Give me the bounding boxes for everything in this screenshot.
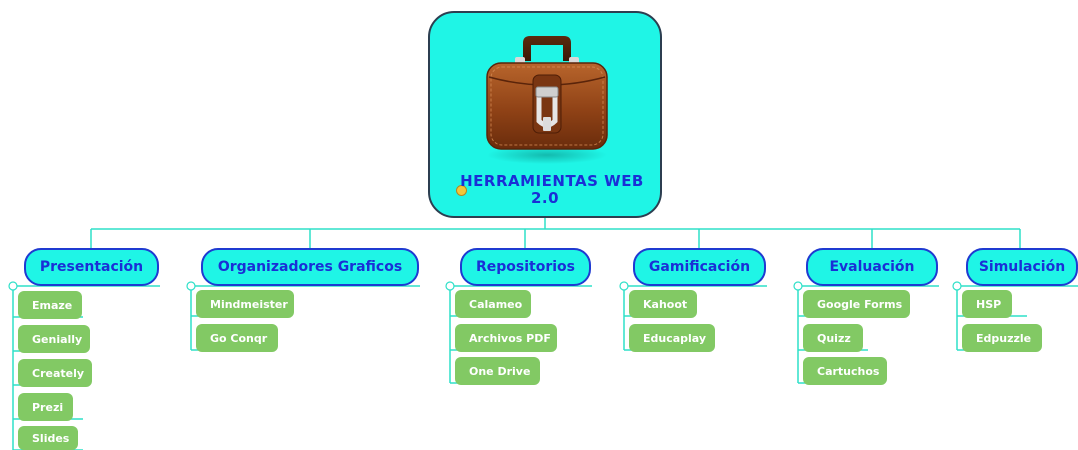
smiley-icon (456, 185, 467, 196)
leaf-archivos-pdf[interactable]: Archivos PDF (455, 324, 557, 352)
topic-evaluacion[interactable]: Evaluación (806, 248, 938, 286)
topic-organizadores-graficos[interactable]: Organizadores Graficos (201, 248, 419, 286)
leaf-hsp[interactable]: HSP (962, 290, 1012, 318)
leaf-kahoot[interactable]: Kahoot (629, 290, 697, 318)
topic-presentacion[interactable]: Presentación (24, 248, 159, 286)
leaf-educaplay[interactable]: Educaplay (629, 324, 715, 352)
leaf-one-drive[interactable]: One Drive (455, 357, 540, 385)
leaf-cartuchos[interactable]: Cartuchos (803, 357, 887, 385)
collapse-toggle-0[interactable] (8, 281, 18, 291)
collapse-toggle-2[interactable] (445, 281, 455, 291)
collapse-toggle-5[interactable] (952, 281, 962, 291)
leaf-creately[interactable]: Creately (18, 359, 92, 387)
briefcase-icon (486, 36, 608, 164)
leaf-calameo[interactable]: Calameo (455, 290, 531, 318)
leaf-slides[interactable]: Slides (18, 426, 78, 450)
leaf-google-forms[interactable]: Google Forms (803, 290, 910, 318)
leaf-quizz[interactable]: Quizz (803, 324, 863, 352)
leaf-genially[interactable]: Genially (18, 325, 90, 353)
collapse-toggle-4[interactable] (793, 281, 803, 291)
collapse-toggle-3[interactable] (619, 281, 629, 291)
topic-simulacion[interactable]: Simulación (966, 248, 1078, 286)
central-topic-title: HERRAMIENTAS WEB 2.0 (460, 172, 644, 207)
leaf-mindmeister[interactable]: Mindmeister (196, 290, 294, 318)
topic-repositorios[interactable]: Repositorios (460, 248, 591, 286)
leaf-go-conqr[interactable]: Go Conqr (196, 324, 278, 352)
central-topic[interactable]: HERRAMIENTAS WEB 2.0 (428, 11, 662, 218)
collapse-toggle-1[interactable] (186, 281, 196, 291)
leaf-edpuzzle[interactable]: Edpuzzle (962, 324, 1042, 352)
topic-gamificacion[interactable]: Gamificación (633, 248, 766, 286)
leaf-emaze[interactable]: Emaze (18, 291, 82, 319)
leaf-prezi[interactable]: Prezi (18, 393, 73, 421)
